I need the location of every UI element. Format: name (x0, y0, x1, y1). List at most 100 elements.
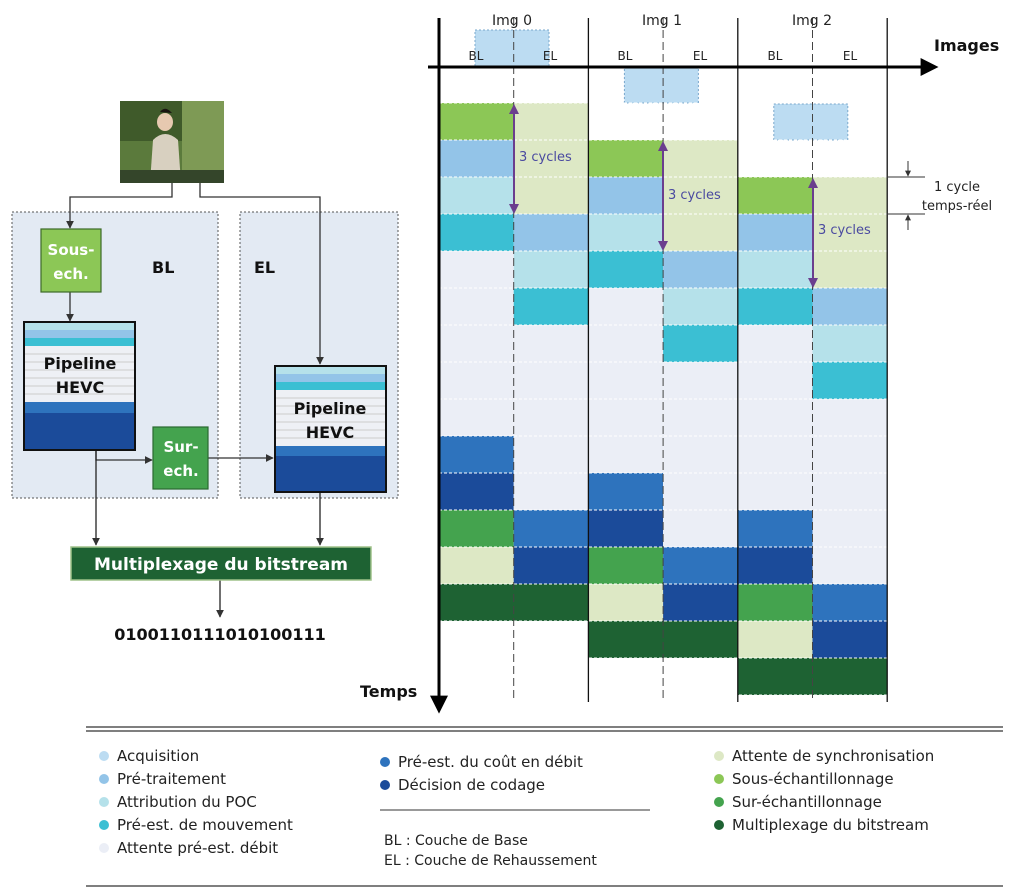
acquisition-block (474, 29, 550, 67)
timeline-cell (737, 621, 813, 658)
timeline-cell (663, 288, 738, 325)
legend-label: Pré-est. de mouvement (117, 816, 293, 834)
timeline-cell (812, 214, 888, 251)
timeline-cell (513, 214, 589, 251)
legend-swatch (714, 797, 724, 807)
timeline-cell (439, 547, 514, 584)
legend-label: Multiplexage du bitstream (732, 816, 929, 834)
timeline-cell (737, 436, 813, 473)
sous-ech-line1: Sous- (48, 241, 95, 259)
timeline-cell (588, 177, 664, 214)
timeline-cell (439, 288, 514, 325)
timeline-cell (588, 547, 664, 584)
legend-swatch (714, 820, 724, 830)
timeline-cell (588, 325, 664, 362)
timeline-cell (812, 362, 888, 399)
timeline-cell (588, 436, 664, 473)
timeline-cell (663, 251, 738, 288)
timeline-cell (737, 473, 813, 510)
timeline-cell (737, 584, 813, 621)
img-1-label: Img 1 (642, 13, 682, 29)
layer-label-0: BL (469, 49, 484, 63)
legend-swatch (99, 774, 109, 784)
one-cycle-line2: temps-réel (922, 199, 992, 214)
legend-label: Acquisition (117, 747, 199, 765)
timeline-chart (428, 18, 939, 714)
timeline-cell (513, 510, 589, 547)
timeline-cell (812, 399, 888, 436)
timeline-cell (439, 325, 514, 362)
bl-pipeline-hevc: Pipeline HEVC (23, 321, 136, 451)
timeline-cell (812, 473, 888, 510)
acquisition-block (773, 103, 849, 141)
timeline-cell (663, 399, 738, 436)
cycles-label-img2: 3 cycles (818, 223, 871, 238)
images-axis-label: Images (934, 36, 999, 55)
timeline-cell (812, 288, 888, 325)
timeline-cell (439, 251, 514, 288)
legend-label: Sous-échantillonnage (732, 770, 894, 788)
timeline-cell (663, 547, 738, 584)
abbr-el: EL : Couche de Rehaussement (384, 853, 597, 869)
layer-label-3: EL (693, 49, 708, 63)
timeline-cell (439, 510, 514, 547)
timeline-cell (513, 288, 589, 325)
layer-label-2: BL (618, 49, 633, 63)
sur-ech-line1: Sur- (163, 438, 198, 456)
el-panel-label: EL (254, 258, 275, 277)
timeline-cell (588, 473, 664, 510)
timeline-cell (737, 510, 813, 547)
multiplex-label: Multiplexage du bitstream (94, 555, 348, 575)
input-image-thumbnail (120, 101, 224, 183)
multiplex-bar (439, 584, 589, 621)
timeline-cell (812, 251, 888, 288)
layer-label-4: BL (768, 49, 783, 63)
timeline-cell (737, 177, 813, 214)
bl-panel-label: BL (152, 258, 174, 277)
timeline-cell (812, 510, 888, 547)
timeline-cell (663, 140, 738, 177)
timeline-cell (588, 399, 664, 436)
timeline-cell (513, 140, 589, 177)
timeline-cell (439, 140, 514, 177)
timeline-cell (663, 325, 738, 362)
acquisition-block (623, 66, 699, 104)
timeline-cell (812, 177, 888, 214)
multiplex-bar (737, 658, 888, 695)
legend-swatch (714, 751, 724, 761)
timeline-cell (588, 251, 664, 288)
temps-axis-label: Temps (360, 682, 417, 701)
legend-label: Attribution du POC (117, 793, 257, 811)
timeline-cell (513, 362, 589, 399)
timeline-cell (439, 103, 514, 140)
timeline-cell (663, 214, 738, 251)
legend-label: Pré-traitement (117, 770, 226, 788)
one-cycle-line1: 1 cycle (934, 180, 980, 195)
timeline-cell (663, 362, 738, 399)
timeline-cell (812, 325, 888, 362)
timeline-cell (663, 436, 738, 473)
legend-label: Attente pré-est. débit (117, 839, 278, 857)
sur-ech-line2: ech. (163, 462, 198, 480)
legend-label: Pré-est. du coût en débit (398, 753, 583, 771)
layer-label-5: EL (843, 49, 858, 63)
sous-ech-line2: ech. (53, 265, 88, 283)
timeline-cell (439, 399, 514, 436)
el-pipeline-line2: HEVC (306, 423, 354, 442)
timeline-cell (513, 436, 589, 473)
timeline-cell (513, 399, 589, 436)
img-0-label: Img 0 (492, 13, 532, 29)
timeline-cell (812, 621, 888, 658)
timeline-cell (513, 251, 589, 288)
sur-ech-block (152, 426, 209, 490)
layer-label-1: EL (543, 49, 558, 63)
timeline-cell (513, 547, 589, 584)
timeline-cell (663, 473, 738, 510)
timeline-cell (439, 177, 514, 214)
el-pipeline-line1: Pipeline (294, 399, 367, 418)
timeline-cell (513, 325, 589, 362)
timeline-cell (737, 214, 813, 251)
timeline-cell (513, 177, 589, 214)
timeline-cell (737, 547, 813, 584)
